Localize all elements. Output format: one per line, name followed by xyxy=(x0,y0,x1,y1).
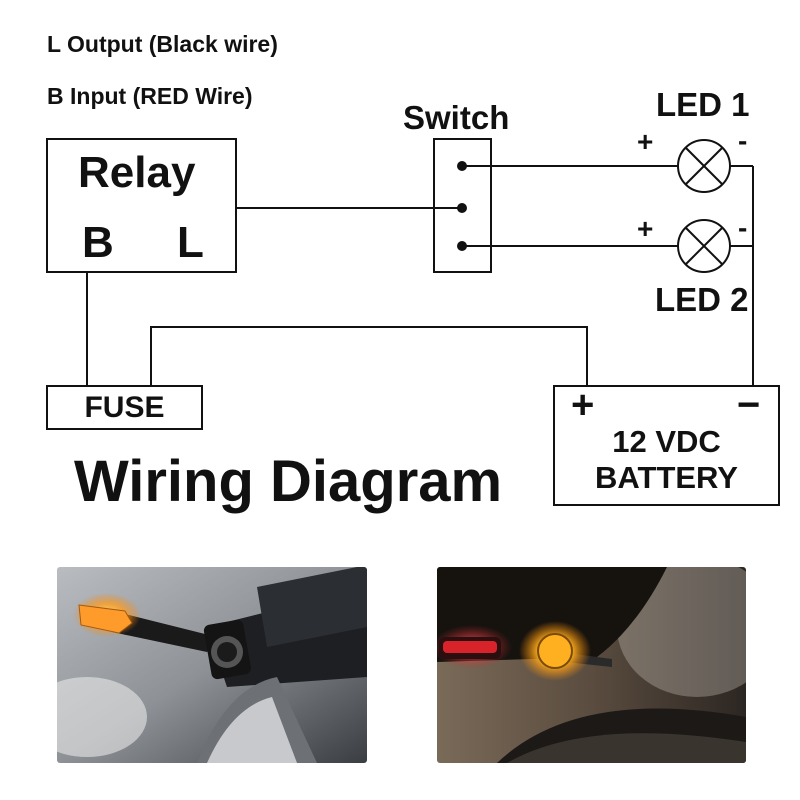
switch-terminal-top xyxy=(457,161,467,171)
wire-fuse-battery xyxy=(150,326,588,386)
relay-box xyxy=(46,138,237,273)
product-photo-handlebar xyxy=(57,567,367,763)
led1-minus: - xyxy=(738,125,748,156)
switch-terminal-mid xyxy=(457,203,467,213)
relay-title: Relay xyxy=(78,148,196,197)
battery-voltage: 12 VDC xyxy=(612,424,721,459)
battery-label: BATTERY xyxy=(595,460,738,495)
note-l-output: L Output (Black wire) xyxy=(47,31,278,57)
fuse-label: FUSE xyxy=(84,391,165,424)
battery-minus: − xyxy=(737,383,761,427)
relay-terminal-b: B xyxy=(82,218,114,267)
led2-label: LED 2 xyxy=(655,281,749,318)
relay-terminal-l: L xyxy=(177,218,204,267)
led2-lamp-icon xyxy=(677,219,731,273)
led2-minus: - xyxy=(738,212,748,243)
diagram-title: Wiring Diagram xyxy=(74,449,503,514)
note-b-input: B Input (RED Wire) xyxy=(47,83,253,109)
wiring-diagram xyxy=(46,138,780,506)
led1-plus: + xyxy=(637,126,654,157)
led1-lamp-icon xyxy=(677,139,731,193)
product-photo-rear xyxy=(437,567,746,763)
battery-plus: + xyxy=(571,383,595,427)
led1-label: LED 1 xyxy=(656,86,750,123)
switch-label: Switch xyxy=(403,99,510,136)
led2-plus: + xyxy=(637,213,654,244)
battery-box xyxy=(553,385,780,506)
fuse-box xyxy=(46,385,203,430)
switch-box xyxy=(433,138,492,273)
switch-terminal-bottom xyxy=(457,241,467,251)
